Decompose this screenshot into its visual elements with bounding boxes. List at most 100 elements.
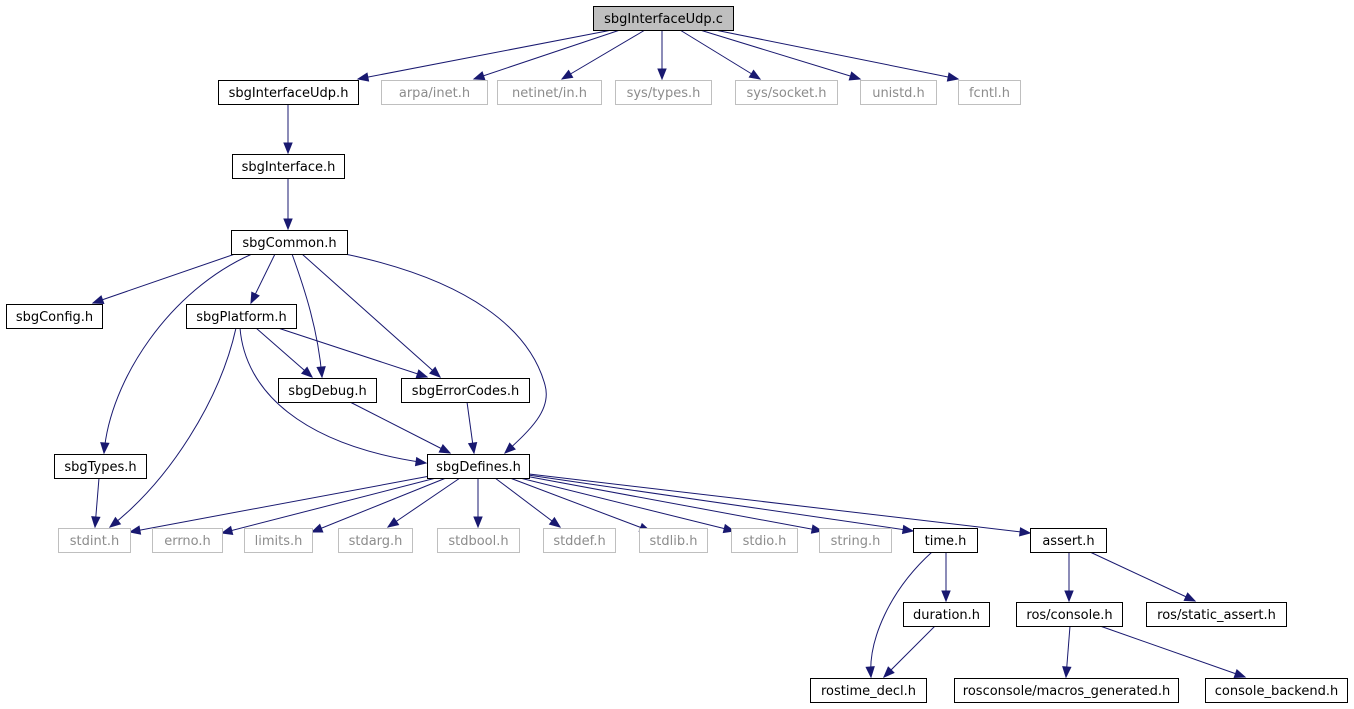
edge-sbgInterfaceUdp_h-to-sbgInterface_h: [283, 104, 293, 155]
arrowhead: [1062, 666, 1072, 679]
node-rosconsole-macros-generated-h[interactable]: rosconsole/macros_generated.h: [954, 678, 1179, 703]
node-label: limits.h: [255, 534, 303, 549]
node-string-h: string.h: [819, 528, 892, 553]
edge-sbgCommon_h-to-sbgConfig_h: [91, 253, 236, 305]
node-label: stdlib.h: [650, 534, 698, 549]
node-box: [1030, 528, 1107, 553]
arrowhead: [283, 218, 293, 231]
edge-line: [509, 477, 651, 532]
edge-line: [883, 625, 936, 678]
edge-sbgCommon_h-to-sbgDefines_h: [344, 253, 547, 454]
node-stdarg-h: stdarg.h: [338, 528, 413, 553]
node-box: [913, 528, 978, 553]
node-sbgPlatform-h[interactable]: sbgPlatform.h: [186, 304, 297, 329]
edge-line: [387, 477, 461, 528]
node-box: [860, 80, 937, 105]
node-box: [231, 230, 348, 255]
node-label: sys/types.h: [627, 86, 701, 101]
node-rostime-decl-h[interactable]: rostime_decl.h: [810, 678, 927, 703]
node-label: ros/static_assert.h: [1157, 608, 1276, 623]
arrowhead: [548, 516, 562, 528]
node-sbgInterfaceUdp-h[interactable]: sbgInterfaceUdp.h: [218, 80, 359, 105]
arrowhead: [657, 68, 667, 81]
node-label: sbgInterfaceUdp.h: [229, 86, 349, 101]
node-unistd-h: unistd.h: [860, 80, 937, 105]
node-sbgErrorCodes-h[interactable]: sbgErrorCodes.h: [401, 378, 530, 403]
node-sbgInterface-h[interactable]: sbgInterface.h: [232, 154, 345, 179]
node-errno-h: errno.h: [152, 528, 223, 553]
edge-line: [524, 475, 823, 532]
arrowhead: [901, 524, 915, 535]
arrowhead: [467, 441, 478, 455]
node-label: sbgErrorCodes.h: [412, 384, 519, 399]
edge-line: [92, 253, 236, 304]
node-sbgDebug-h[interactable]: sbgDebug.h: [278, 378, 377, 403]
node-box: [639, 528, 708, 553]
node-label: arpa/inet.h: [399, 86, 470, 101]
arrowhead: [848, 71, 862, 81]
node-label: errno.h: [164, 534, 211, 549]
edge-line: [239, 327, 427, 464]
node-label: time.h: [925, 534, 967, 549]
node-box: [6, 304, 103, 329]
node-label: unistd.h: [872, 86, 925, 101]
edge-sbgDefines_h-to-stdbool_h: [473, 478, 483, 529]
node-sbgCommon-h[interactable]: sbgCommon.h: [231, 230, 348, 255]
node-box: [954, 678, 1179, 703]
node-time-h[interactable]: time.h: [913, 528, 978, 553]
edge-sbgInterfaceUdp_c-to-netinet_in_h: [560, 29, 646, 80]
node-sbgInterfaceUdp-c[interactable]: sbgInterfaceUdp.c: [593, 6, 734, 31]
node-ros-static-assert-h[interactable]: ros/static_assert.h: [1146, 602, 1287, 627]
node-box: [218, 80, 359, 105]
node-sbgDefines-h[interactable]: sbgDefines.h: [427, 454, 530, 479]
node-box: [958, 80, 1021, 105]
arrowhead: [220, 525, 234, 535]
edge-line: [291, 253, 323, 378]
edge-sbgDefines_h-to-stdarg_h: [386, 477, 461, 528]
node-box: [810, 678, 927, 703]
node-label: stddef.h: [553, 534, 605, 549]
node-fcntl-h: fcntl.h: [958, 80, 1021, 105]
edge-layer: [91, 29, 1247, 679]
edge-line: [357, 29, 613, 80]
edge-line: [561, 29, 646, 80]
node-label: netinet/in.h: [512, 86, 587, 101]
arrowhead: [100, 442, 110, 455]
edge-sbgDefines_h-to-limits_h: [310, 477, 447, 533]
arrowhead: [283, 142, 293, 155]
arrowhead: [1183, 592, 1197, 602]
node-box: [58, 528, 131, 553]
node-box: [437, 528, 520, 553]
arrowhead: [1019, 527, 1032, 537]
node-sbgConfig-h[interactable]: sbgConfig.h: [6, 304, 103, 329]
edge-sbgInterfaceUdp_c-to-unistd_h: [699, 29, 862, 81]
edge-line: [301, 253, 441, 378]
node-arpa-inet-h: arpa/inet.h: [381, 80, 488, 105]
arrowhead: [356, 72, 370, 82]
node-duration-h[interactable]: duration.h: [903, 602, 990, 627]
edge-line: [277, 327, 428, 378]
node-limits-h: limits.h: [244, 528, 313, 553]
node-label: ros/console.h: [1026, 608, 1112, 623]
edge-line: [103, 253, 253, 454]
edge-line: [699, 29, 861, 80]
edge-line: [255, 327, 313, 378]
edge-duration_h-to-rostime_decl_h: [883, 625, 936, 678]
arrowhead: [504, 442, 516, 454]
node-console-backend-h[interactable]: console_backend.h: [1205, 678, 1348, 703]
arrowhead: [946, 72, 960, 82]
arrowhead: [865, 666, 875, 679]
edge-line: [349, 401, 451, 454]
edge-line: [714, 29, 959, 80]
edge-line: [109, 327, 237, 528]
arrowhead: [748, 69, 762, 80]
node-label: stdbool.h: [448, 534, 508, 549]
edge-ros_console_h-to-rosconsole_macros_generated_h: [1062, 625, 1072, 679]
node-sbgTypes-h[interactable]: sbgTypes.h: [54, 454, 147, 479]
node-ros-console-h[interactable]: ros/console.h: [1016, 602, 1123, 627]
node-assert-h[interactable]: assert.h: [1030, 528, 1107, 553]
arrowhead: [941, 590, 951, 603]
edge-sbgDefines_h-to-time_h: [527, 474, 915, 535]
node-label: rosconsole/macros_generated.h: [963, 684, 1170, 699]
